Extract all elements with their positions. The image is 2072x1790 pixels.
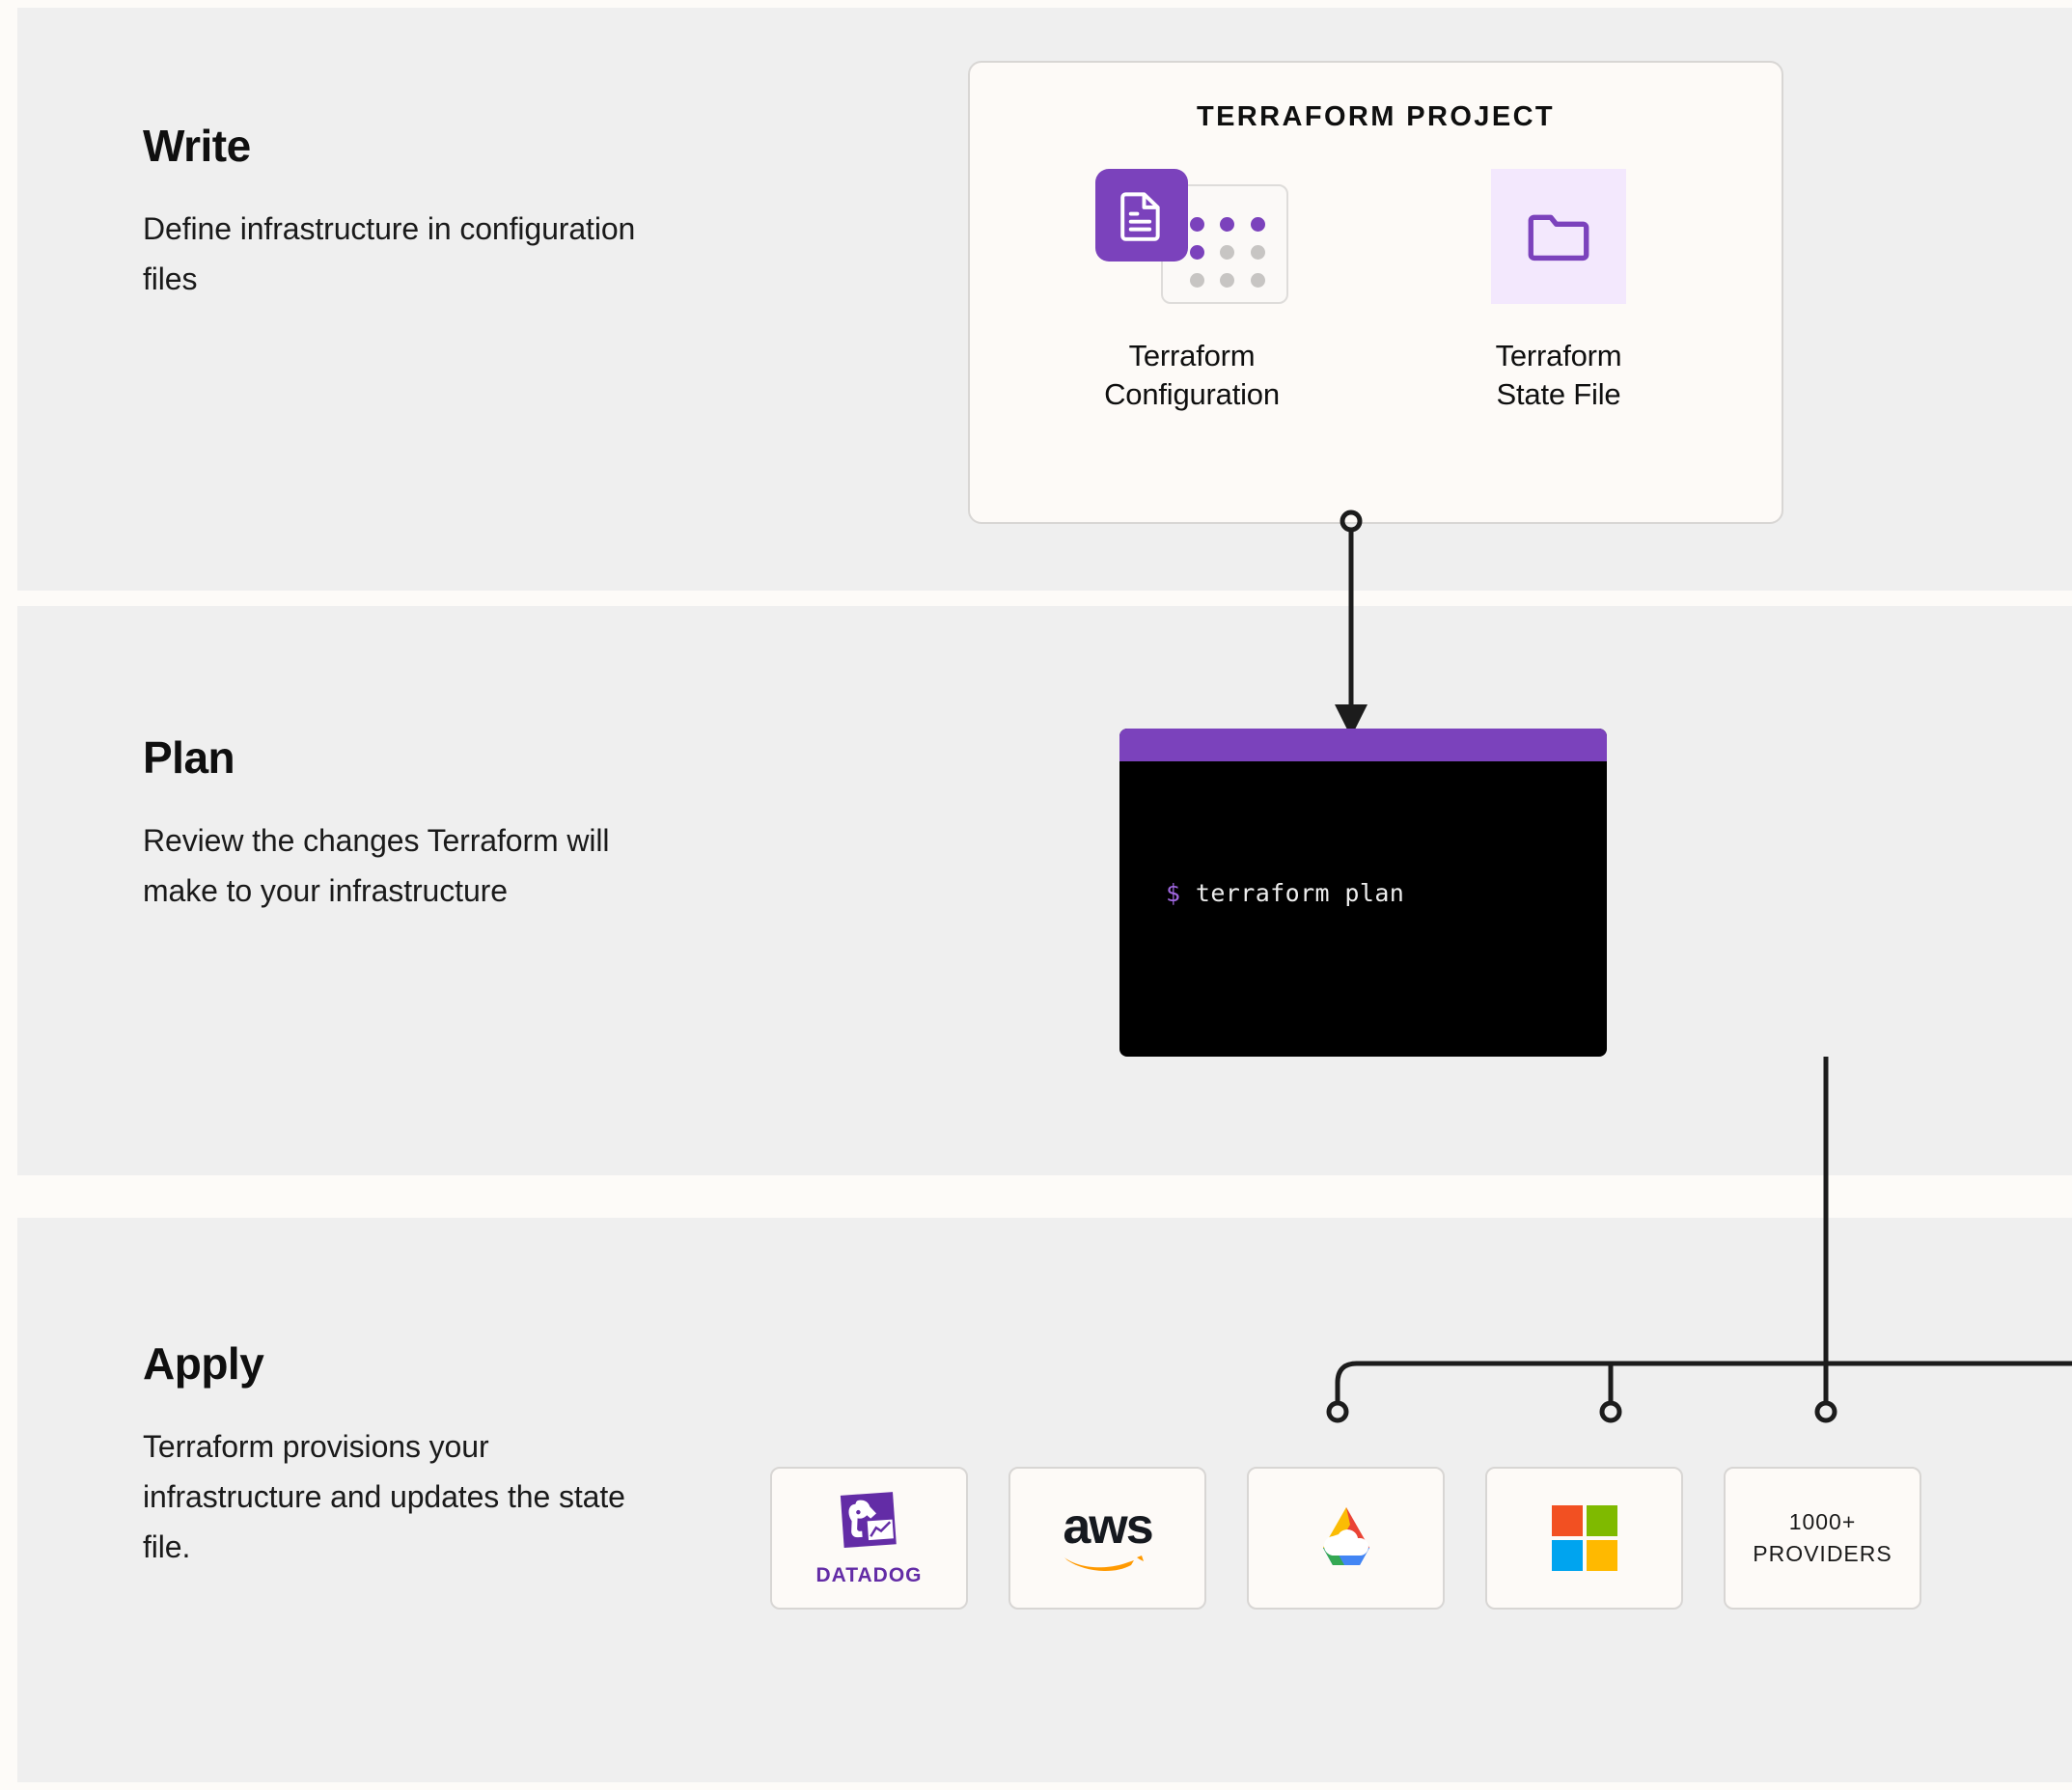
terminal-command-line: $ terraform plan	[1166, 874, 1607, 914]
dot	[1190, 217, 1204, 232]
document-icon-tile	[1095, 169, 1188, 262]
branch-endpoint-circle-icon	[1599, 1400, 1622, 1423]
dot	[1250, 273, 1265, 288]
asset-label-line2: Configuration	[1104, 377, 1280, 412]
step-description-apply: Terraform provisions your infrastructure…	[143, 1429, 625, 1564]
dot	[1190, 245, 1204, 260]
folder-icon	[1528, 214, 1589, 262]
state-icon-tile	[1491, 169, 1626, 304]
provider-card-row: DATADOG aws	[770, 1467, 1921, 1610]
datadog-logo: DATADOG	[815, 1489, 922, 1587]
dot	[1250, 217, 1265, 232]
step-description-plan: Review the changes Terraform will make t…	[143, 823, 610, 908]
dot	[1190, 273, 1204, 288]
datadog-wordmark: DATADOG	[815, 1564, 923, 1586]
step-plan: Plan Review the changes Terraform will m…	[143, 735, 645, 917]
terminal-window: $ terraform plan ... Terraform will perf…	[1119, 729, 1607, 1057]
step-description-write: Define infrastructure in configuration f…	[143, 211, 636, 296]
asset-label-configuration: Terraform Configuration	[1104, 337, 1280, 415]
asset-label-line1: Terraform	[1128, 339, 1256, 372]
more-providers-label: 1000+ PROVIDERS	[1753, 1506, 1892, 1571]
section-band-plan	[17, 606, 2072, 1175]
provider-card-more-providers[interactable]: 1000+ PROVIDERS	[1724, 1467, 1921, 1610]
dot-grid	[1190, 217, 1265, 288]
google-cloud-logo	[1322, 1507, 1369, 1565]
configuration-artwork	[1095, 169, 1288, 304]
connector-start-circle-icon	[1340, 509, 1363, 533]
provider-card-google-cloud[interactable]	[1247, 1467, 1445, 1610]
step-apply: Apply Terraform provisions your infrastr…	[143, 1341, 645, 1572]
terminal-titlebar	[1119, 729, 1607, 761]
prompt-symbol: $	[1166, 879, 1181, 907]
branch-endpoint-circle-icon	[1326, 1400, 1349, 1423]
more-providers-word: PROVIDERS	[1753, 1541, 1892, 1566]
dot	[1250, 245, 1265, 260]
provider-card-microsoft[interactable]	[1485, 1467, 1683, 1610]
dot	[1220, 245, 1235, 260]
dot	[1220, 273, 1235, 288]
terminal-command: terraform plan	[1195, 879, 1405, 907]
asset-terraform-state-file: Terraform State File	[1414, 169, 1703, 415]
asset-label-line2: State File	[1496, 377, 1621, 412]
asset-terraform-configuration: Terraform Configuration	[1047, 169, 1337, 415]
terraform-project-card: TERRAFORM PROJECT	[968, 61, 1783, 524]
step-write: Write Define infrastructure in configura…	[143, 124, 645, 305]
provider-card-datadog[interactable]: DATADOG	[770, 1467, 968, 1610]
datadog-dog-icon	[841, 1492, 898, 1549]
arrowhead-icon	[1335, 704, 1368, 737]
aws-logo: aws	[1062, 1498, 1154, 1573]
branch-endpoint-circle-icon	[1814, 1400, 1837, 1423]
aws-wordmark: aws	[1063, 1498, 1153, 1555]
aws-smile-icon	[1064, 1556, 1144, 1572]
project-card-title: TERRAFORM PROJECT	[1196, 101, 1556, 132]
connector-write-to-plan	[1335, 509, 1368, 737]
terminal-output: $ terraform plan ... Terraform will perf…	[1119, 761, 1607, 1057]
step-title-write: Write	[143, 121, 251, 171]
dot	[1220, 217, 1235, 232]
asset-label-state-file: Terraform State File	[1496, 337, 1622, 415]
microsoft-logo	[1551, 1505, 1617, 1571]
bracket-corner-left	[1335, 1361, 1358, 1401]
document-icon	[1120, 192, 1160, 241]
asset-label-line1: Terraform	[1495, 339, 1622, 372]
connector-plan-to-apply	[1326, 1057, 2072, 1423]
step-title-plan: Plan	[143, 732, 235, 783]
step-title-apply: Apply	[143, 1338, 264, 1389]
terminal-spacer	[1166, 992, 1607, 1021]
more-providers-count: 1000+	[1788, 1508, 1857, 1534]
provider-card-aws[interactable]: aws	[1008, 1467, 1206, 1610]
